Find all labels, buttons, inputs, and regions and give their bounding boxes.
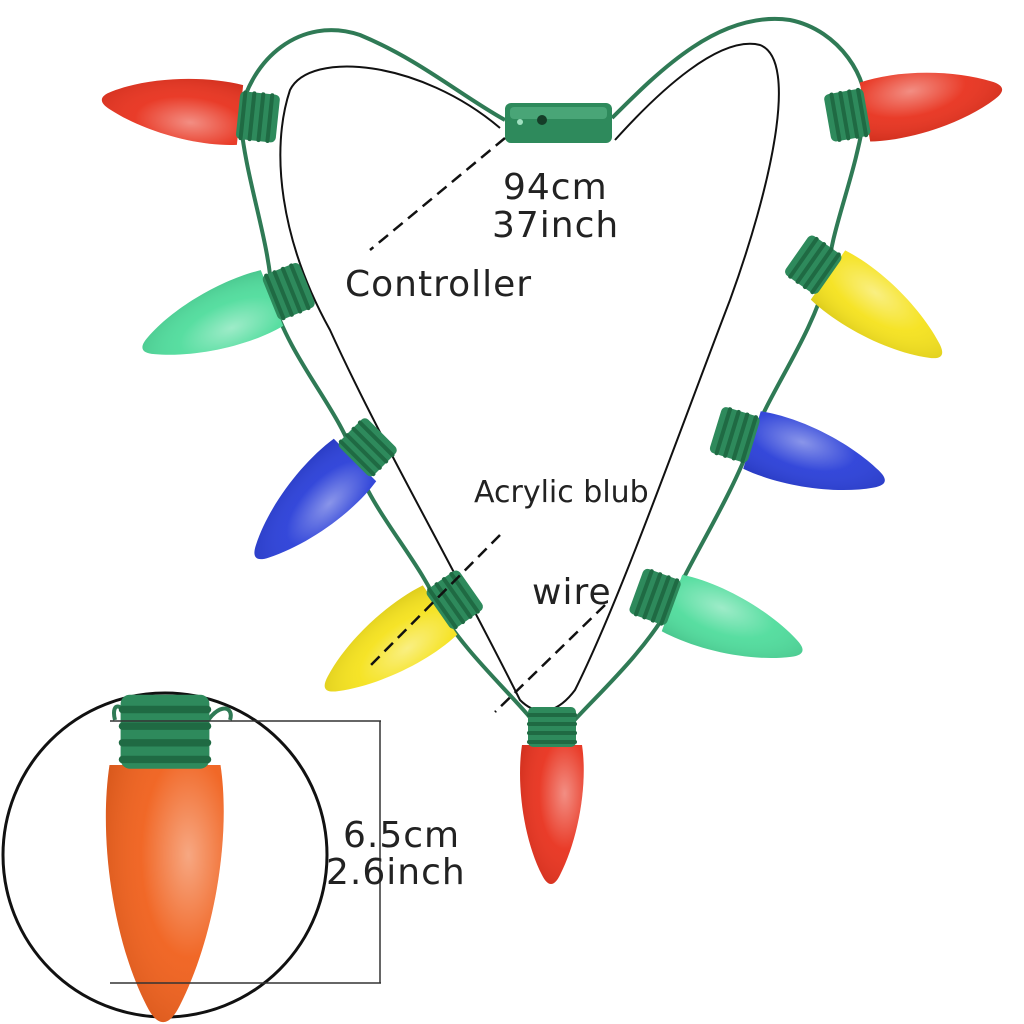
controller-label: Controller (345, 264, 533, 305)
bulb-inch-label: 2.6inch (326, 852, 466, 893)
bulb-yellow-right (785, 235, 943, 359)
controller-box (505, 103, 612, 143)
bulb-red-top-left (101, 78, 280, 145)
acrylic-bulb-label: Acrylic blub (474, 475, 649, 510)
bulb-closeup (105, 694, 224, 1023)
wire-label: wire (532, 572, 612, 613)
leader-lines (367, 137, 606, 713)
dimension-lines (110, 720, 381, 984)
bulb-red-bottom (520, 707, 584, 884)
bulb-blue-right (709, 407, 885, 491)
bulb-red-top-right (824, 72, 1003, 142)
bulb-green-left (142, 263, 315, 355)
length-inch-label: 37inch (492, 205, 620, 246)
bulb-green-right (629, 568, 803, 659)
length-cm-label: 94cm (503, 167, 608, 208)
bulb-blue-left (254, 418, 397, 560)
bulb-cm-label: 6.5cm (343, 815, 461, 856)
